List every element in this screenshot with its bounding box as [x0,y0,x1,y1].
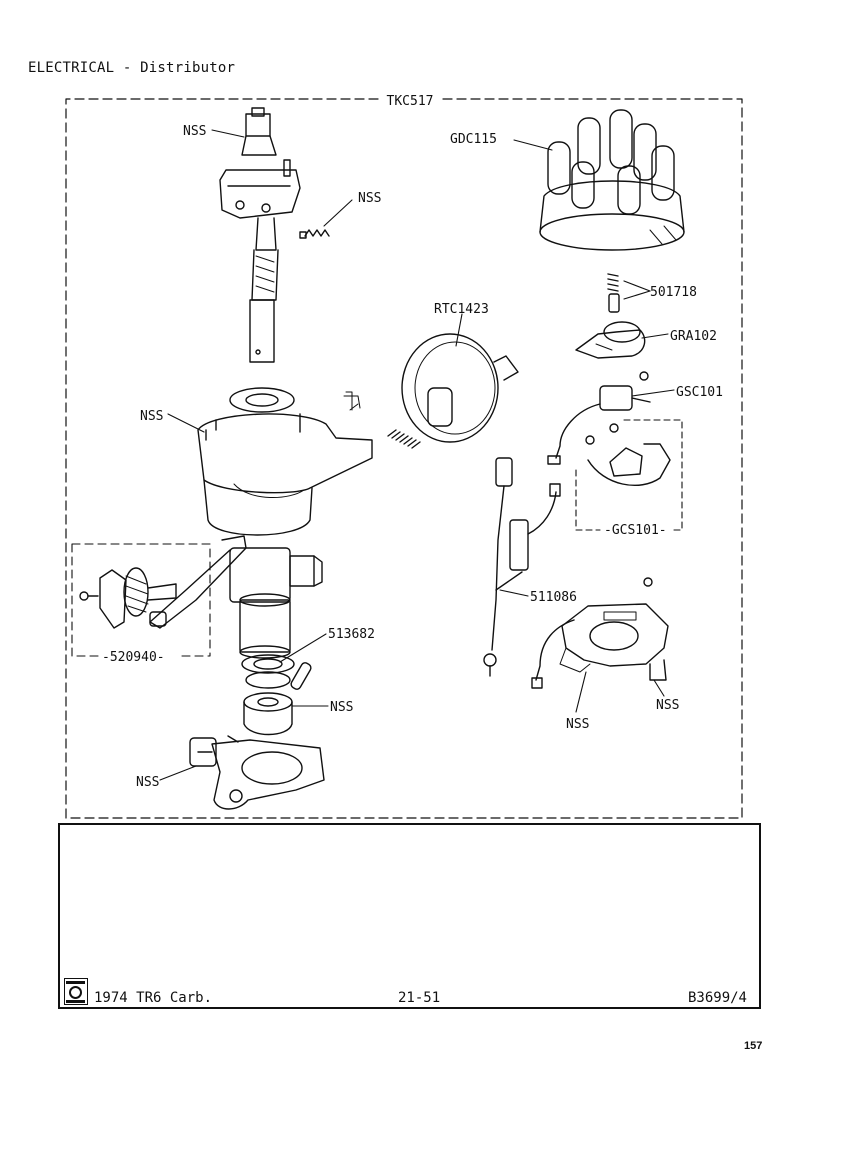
part-label-nss-top: NSS [183,124,206,139]
brush-spring [607,273,620,313]
part-label-nss-spring: NSS [358,191,381,206]
page-title: ELECTRICAL - Distributor [28,60,236,76]
drive-shaft [219,107,301,363]
capacitor [547,371,651,465]
page-number: 157 [744,1040,763,1052]
part-label-513682: 513682 [328,627,375,642]
rotor-arm [575,321,646,359]
part-label-gsc101: GSC101 [676,385,723,400]
part-label-511086: 511086 [530,590,577,605]
washer-stack [241,654,312,736]
footer-section: 21-51 [398,990,441,1006]
british-leyland-logo-icon [64,978,88,1005]
part-label-gra102: GRA102 [670,329,717,344]
part-label-nss-washer: NSS [330,700,353,715]
vacuum-unit [387,333,519,449]
leader-lines [159,129,675,781]
part-label-gcs101: -GCS101- [604,523,667,538]
assembly-border [65,98,743,819]
base-plate [531,577,669,689]
part-label-nss-body: NSS [140,409,163,424]
clamp-strap [149,535,247,629]
footer-model: 1974 TR6 Carb. [94,990,213,1006]
footer-reference: B3699/4 [687,990,747,1006]
flange-plate [189,735,325,810]
drive-gear [71,543,211,657]
distributor-body [197,387,373,659]
part-label-nss-plate-left: NSS [566,717,589,732]
assembly-code-label: TKC517 [387,94,434,109]
notes-box: 1974 TR6 Carb. 21-51 B3699/4 [58,823,761,1009]
distributor-cap [539,109,685,251]
small-spring [299,229,330,239]
part-label-nss-plate-right: NSS [656,698,679,713]
part-label-520940: -520940- [102,650,165,665]
part-label-nss-clamp: NSS [136,775,159,790]
part-label-gdc115: GDC115 [450,132,497,147]
lead-wire [483,457,561,677]
part-label-501718: 501718 [650,285,697,300]
contact-set [575,419,683,531]
part-label-rtc1423: RTC1423 [434,302,489,317]
